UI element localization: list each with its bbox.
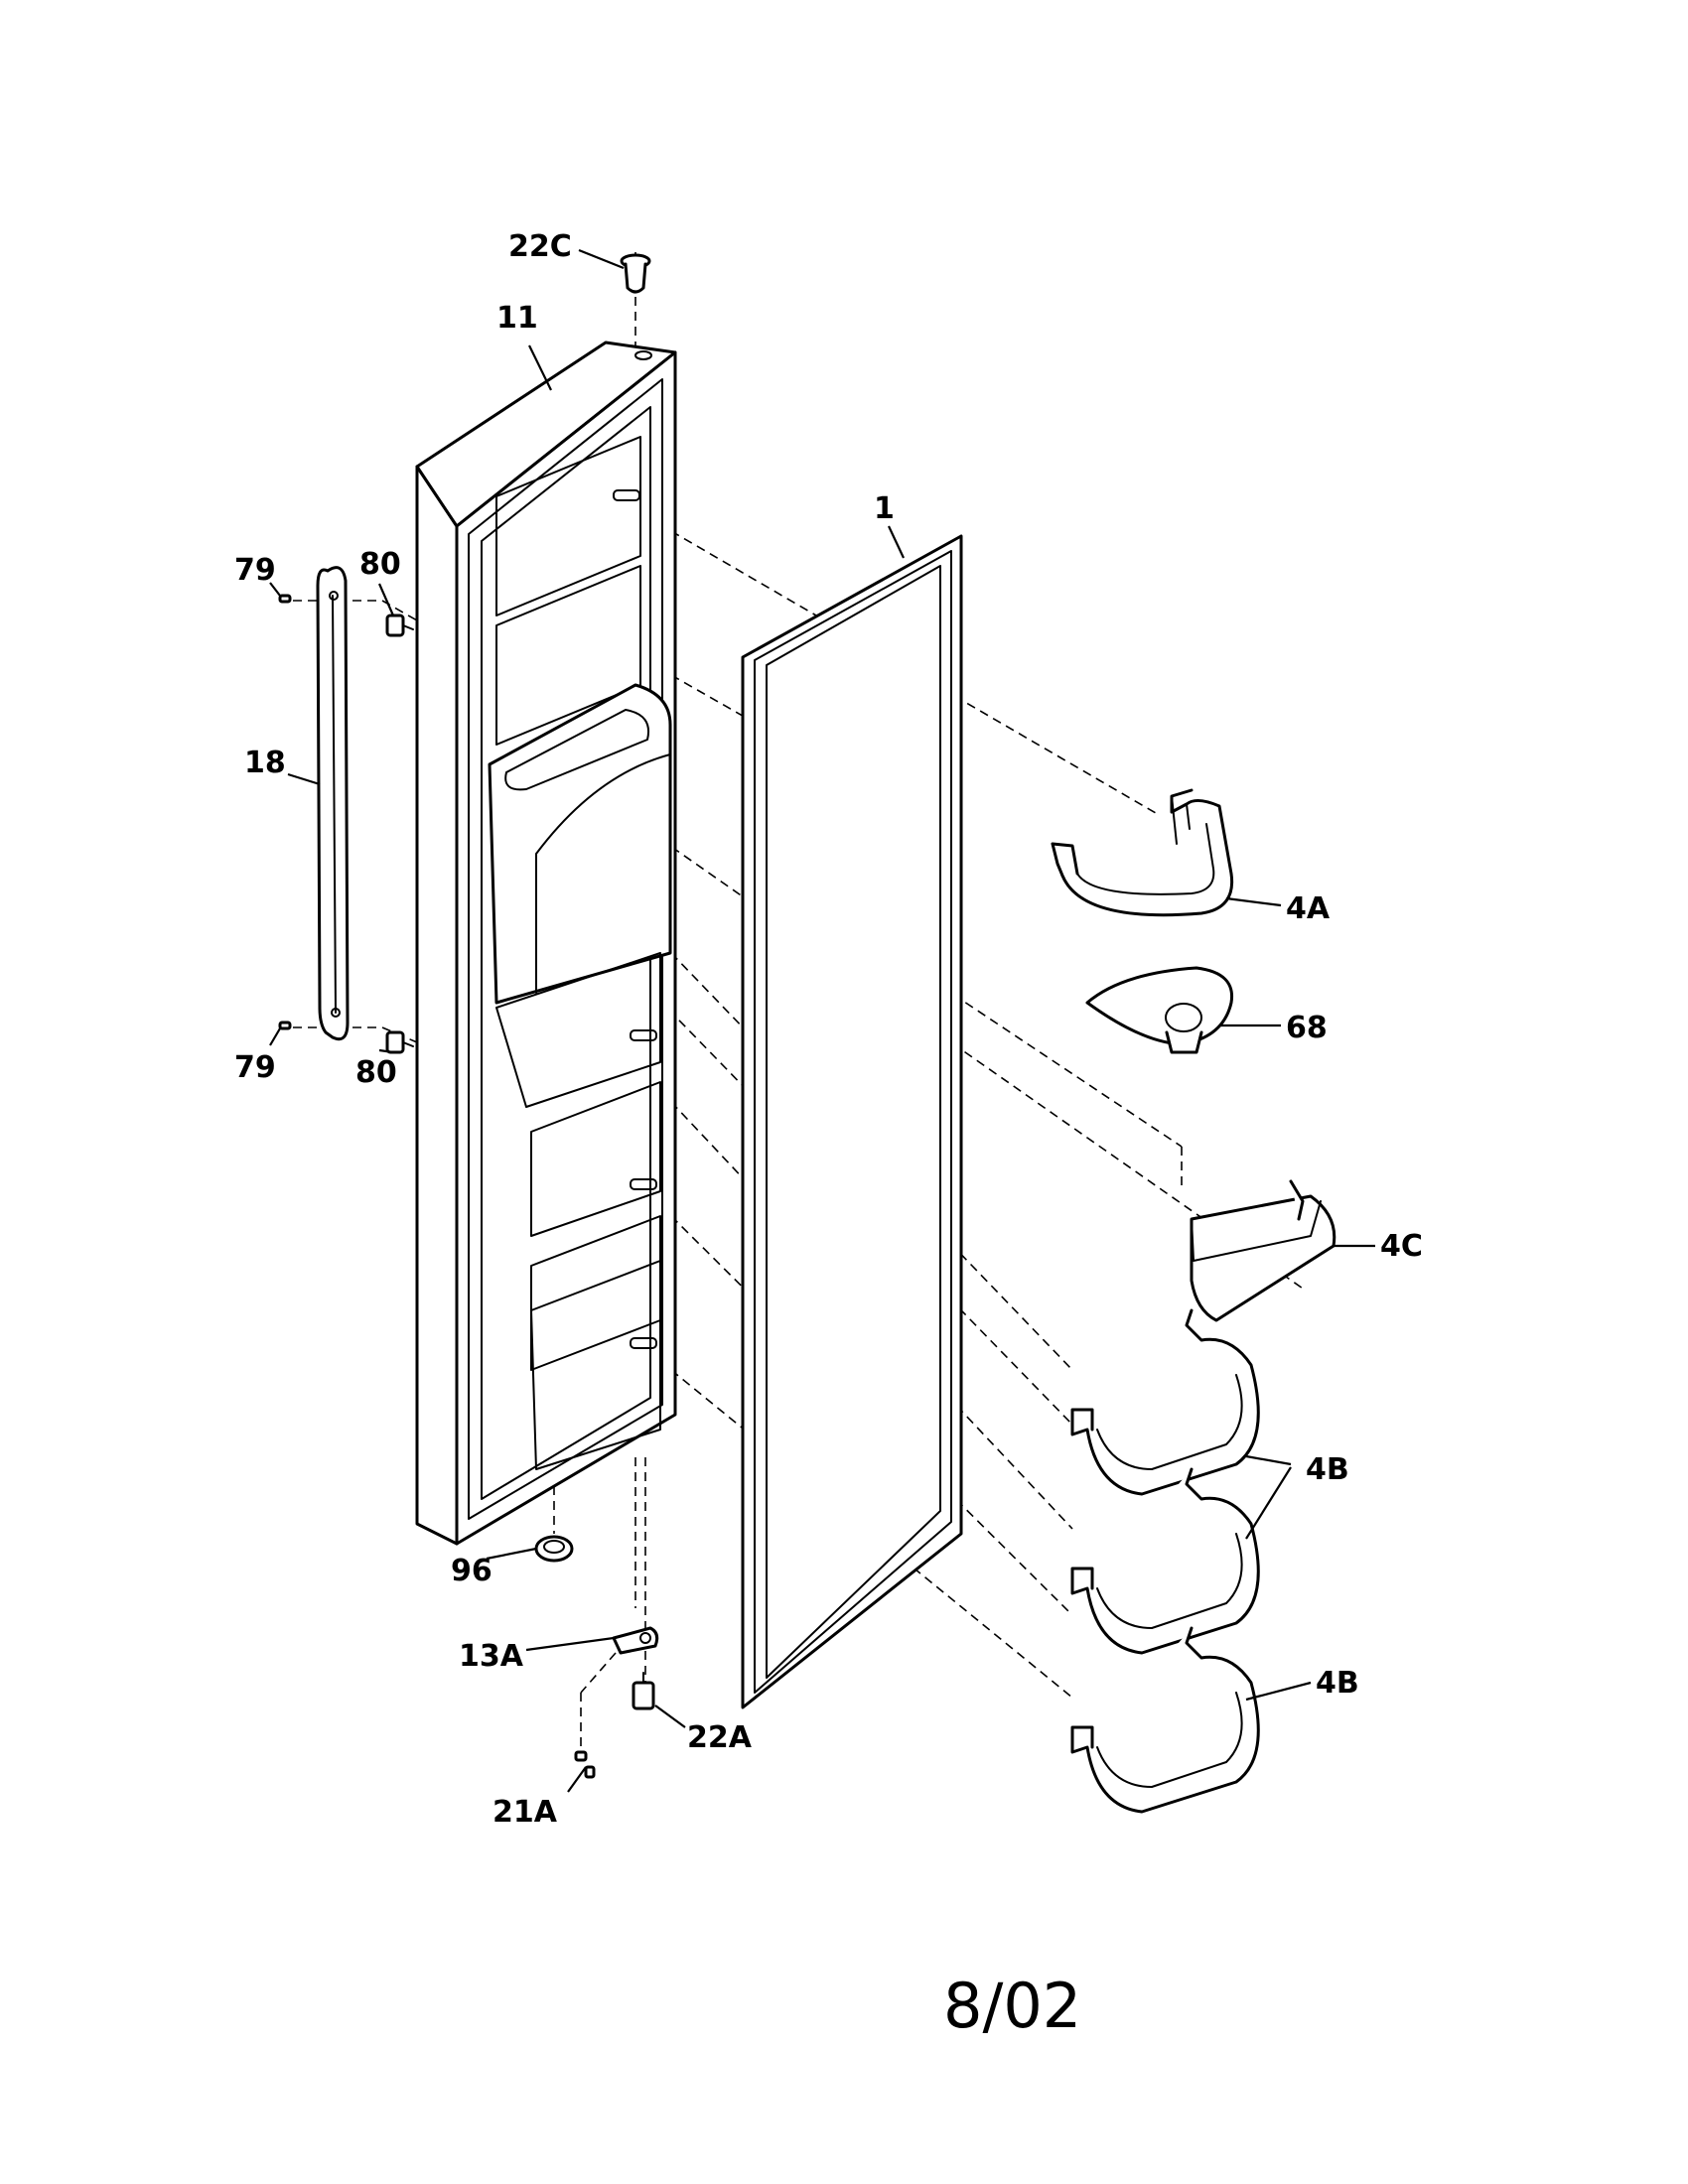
mounting-stud-upper: [385, 614, 414, 637]
door-bin-4b-middle: [1070, 1467, 1260, 1655]
callout-18: 18: [244, 746, 286, 780]
top-hinge-bushing: [620, 253, 651, 294]
callout-80-upper: 80: [359, 547, 401, 582]
door-assembly: [415, 341, 677, 1546]
callout-21a: 21A: [492, 1795, 558, 1830]
callout-4b-pair: 4B: [1306, 1452, 1349, 1487]
door-bin-4b-lower: [1070, 1626, 1260, 1814]
handle-screw-upper: [278, 594, 292, 604]
callout-68: 68: [1286, 1011, 1328, 1045]
callout-4b-single: 4B: [1316, 1666, 1359, 1701]
callout-79-lower: 79: [234, 1050, 276, 1085]
callout-leaders: [269, 248, 1375, 1793]
bottom-hinge-pin: [632, 1672, 655, 1710]
callout-96: 96: [451, 1554, 492, 1588]
handle-screw-lower: [278, 1021, 292, 1030]
door-handle: [316, 566, 350, 1041]
door-bin-4c: [1190, 1179, 1336, 1322]
callout-13a: 13A: [459, 1639, 524, 1674]
callout-4c: 4C: [1380, 1229, 1423, 1264]
ice-chute-funnel: [1085, 966, 1234, 1054]
door-gasket: [741, 534, 963, 1709]
door-bin-4b-upper: [1070, 1308, 1260, 1496]
callout-11: 11: [496, 301, 538, 336]
hinge-bracket: [612, 1626, 659, 1655]
date-code: 8/02: [943, 1970, 1081, 2042]
callout-4a: 4A: [1286, 891, 1331, 926]
hinge-screw: [574, 1750, 596, 1779]
callout-22a: 22A: [687, 1720, 753, 1755]
mounting-stud-lower: [385, 1030, 414, 1054]
door-stop-plug: [534, 1535, 574, 1563]
callout-1: 1: [874, 491, 895, 526]
door-bin-4a: [1051, 788, 1234, 917]
callout-79-upper: 79: [234, 553, 276, 588]
callout-80-lower: 80: [355, 1055, 397, 1090]
callout-22c: 22C: [508, 229, 572, 264]
